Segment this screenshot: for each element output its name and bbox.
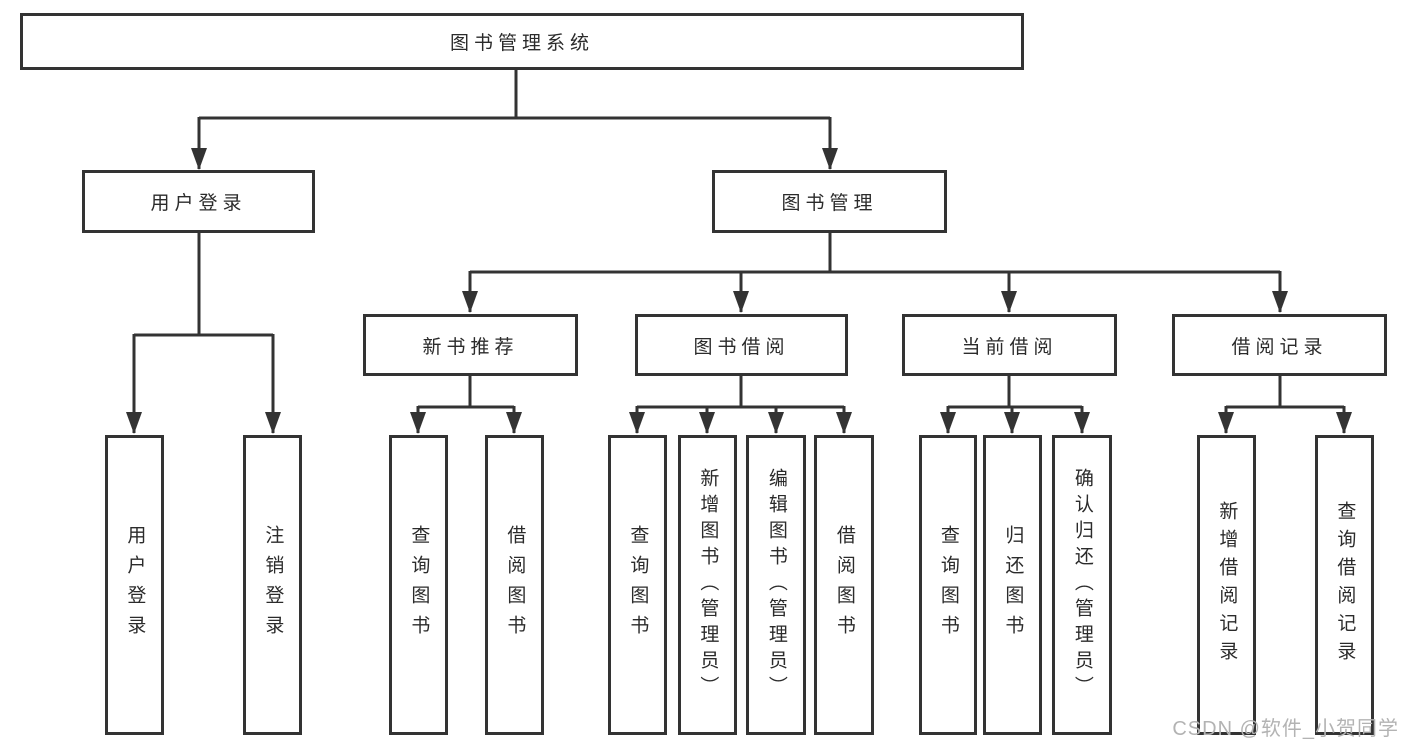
leaf-return-book-label: 归还图书 — [1002, 525, 1024, 645]
leaf-borrow-book-borrow-label: 借阅图书 — [833, 525, 855, 645]
leaf-add-book-admin-label: 新增图书（管理员） — [697, 468, 719, 702]
leaf-borrow-book-recommend-label: 借阅图书 — [504, 525, 526, 645]
leaf-user-login: 用户登录 — [105, 435, 164, 735]
leaf-query-book-current-label: 查询图书 — [937, 525, 959, 645]
leaf-user-login-label: 用户登录 — [124, 525, 146, 645]
node-user-login: 用户登录 — [82, 170, 315, 233]
leaf-borrow-book-borrow: 借阅图书 — [814, 435, 874, 735]
leaf-logout-login-label: 注销登录 — [262, 525, 284, 645]
leaf-query-book-recommend-label: 查询图书 — [408, 525, 430, 645]
leaf-add-book-admin: 新增图书（管理员） — [678, 435, 737, 735]
node-current-borrow: 当前借阅 — [902, 314, 1117, 376]
leaf-add-borrow-record-label: 新增借阅记录 — [1216, 501, 1238, 669]
leaf-query-book-recommend: 查询图书 — [389, 435, 448, 735]
leaf-query-book-current: 查询图书 — [919, 435, 977, 735]
leaf-edit-book-admin-label: 编辑图书（管理员） — [765, 468, 787, 702]
leaf-query-book-borrow-label: 查询图书 — [627, 525, 649, 645]
leaf-query-book-borrow: 查询图书 — [608, 435, 667, 735]
node-book-borrow: 图书借阅 — [635, 314, 848, 376]
node-book-management: 图书管理 — [712, 170, 947, 233]
leaf-add-borrow-record: 新增借阅记录 — [1197, 435, 1256, 735]
leaf-query-borrow-record-label: 查询借阅记录 — [1334, 501, 1356, 669]
node-borrow-record: 借阅记录 — [1172, 314, 1387, 376]
watermark: CSDN @软件_小贺同学 — [1172, 718, 1399, 740]
node-new-book-recommend: 新书推荐 — [363, 314, 578, 376]
leaf-query-borrow-record: 查询借阅记录 — [1315, 435, 1374, 735]
leaf-return-book: 归还图书 — [983, 435, 1042, 735]
leaf-edit-book-admin: 编辑图书（管理员） — [746, 435, 806, 735]
leaf-confirm-return-admin: 确认归还（管理员） — [1052, 435, 1112, 735]
leaf-confirm-return-admin-label: 确认归还（管理员） — [1071, 468, 1093, 702]
leaf-borrow-book-recommend: 借阅图书 — [485, 435, 544, 735]
leaf-logout-login: 注销登录 — [243, 435, 302, 735]
node-library-system: 图书管理系统 — [20, 13, 1024, 70]
